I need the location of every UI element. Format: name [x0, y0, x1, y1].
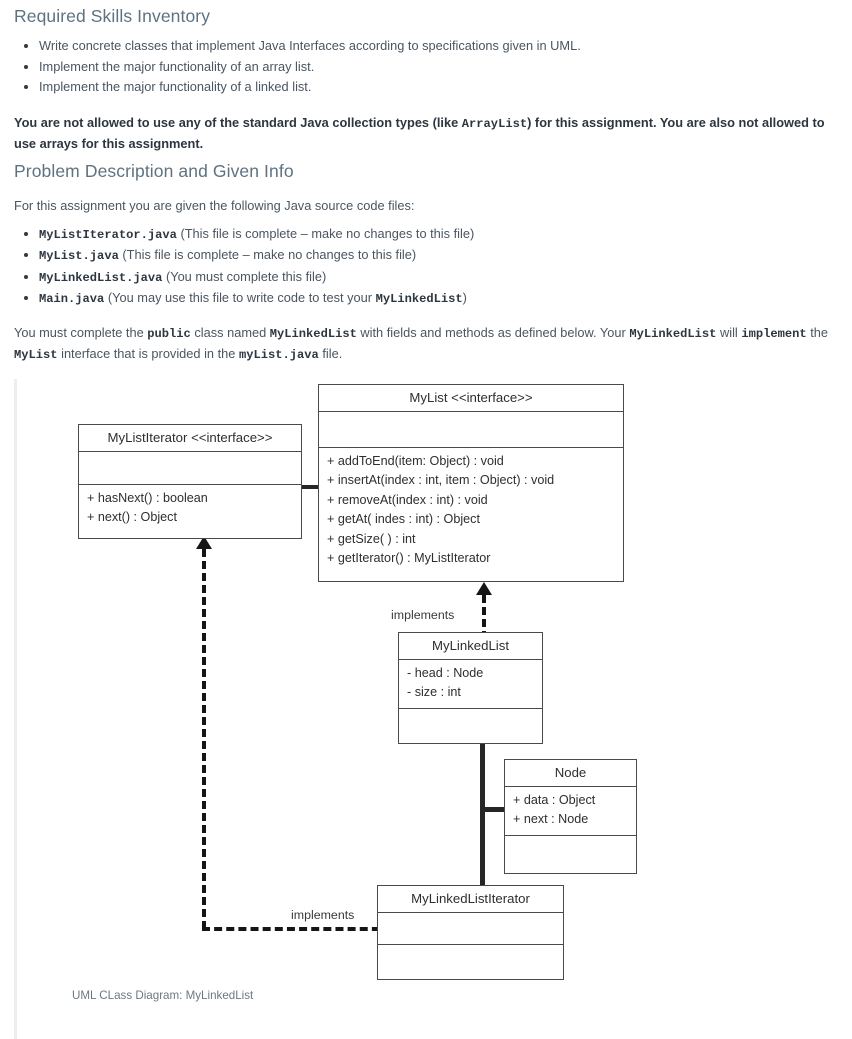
uml-methods-compartment: + addToEnd(item: Object) : void + insert…	[319, 448, 623, 574]
uml-class-title: MyListIterator <<interface>>	[79, 425, 301, 452]
restrictions-warning: You are not allowed to use any of the st…	[14, 113, 834, 154]
list-item: Implement the major functionality of an …	[39, 58, 838, 77]
uml-methods-compartment	[399, 709, 542, 736]
closing-text: file.	[318, 345, 343, 361]
uml-methods-compartment	[505, 836, 636, 865]
implements-label-top: implements	[389, 607, 457, 622]
list-item: Write concrete classes that implement Ja…	[39, 37, 838, 56]
uml-fields-compartment	[378, 913, 563, 945]
page-title-required-skills: Required Skills Inventory	[14, 6, 211, 26]
uml-method: + hasNext() : boolean	[87, 490, 208, 505]
uml-class-diagram: implements implements MyListIterator <<i…	[14, 378, 838, 1039]
uml-fields-compartment: - head : Node - size : int	[399, 660, 542, 709]
uml-field: - size : int	[407, 685, 461, 699]
diagram-caption: UML CLass Diagram: MyLinkedList	[72, 988, 254, 1002]
closing-code-mylistjava: myList.java	[238, 347, 319, 362]
uml-class-mylistiterator: MyListIterator <<interface>> + hasNext()…	[78, 423, 302, 539]
warning-part-1: You are not allowed to use any of the st…	[14, 114, 462, 130]
connector-mylinkedlist-node	[480, 806, 520, 812]
file-name: MyList.java	[39, 249, 119, 263]
closing-code-mylinkedlist-2: MyLinkedList	[629, 326, 717, 341]
file-name: Main.java	[39, 292, 105, 306]
uml-class-mylinkedlistiterator: MyLinkedListIterator	[377, 884, 564, 980]
list-item: MyList.java (This file is complete – mak…	[39, 246, 838, 266]
uml-method: + getSize( ) : int	[327, 531, 416, 546]
source-files-list: MyListIterator.java (This file is comple…	[14, 225, 838, 309]
uml-method: + next() : Object	[87, 510, 177, 524]
closing-text: will	[716, 324, 742, 340]
closing-text: the	[806, 324, 829, 340]
uml-methods-compartment: + hasNext() : boolean + next() : Object	[79, 485, 301, 533]
uml-fields-compartment	[319, 412, 623, 448]
content-divider-rule	[14, 378, 17, 1039]
closing-text: You must complete the	[14, 324, 148, 340]
file-note: (This file is complete – make no changes…	[118, 247, 417, 262]
uml-class-mylist: MyList <<interface>> + addToEnd(item: Ob…	[318, 383, 624, 582]
implements-arrowhead-mylistiterator	[196, 535, 212, 549]
problem-intro-text: For this assignment you are given the fo…	[14, 197, 415, 213]
closing-code-public: public	[147, 326, 191, 341]
page-title-problem-description: Problem Description and Given Info	[14, 160, 294, 181]
file-note-code: MyLinkedList	[375, 292, 463, 306]
uml-fields-compartment	[79, 452, 301, 485]
uml-field: + data : Object	[513, 792, 596, 807]
implements-line-mylinkedlist-mylist	[482, 594, 486, 639]
list-item: MyListIterator.java (This file is comple…	[39, 225, 838, 245]
implements-label-bottom: implements	[289, 907, 357, 922]
uml-class-title: Node	[505, 760, 636, 787]
uml-field: - head : Node	[407, 665, 484, 680]
file-name: MyListIterator.java	[39, 227, 177, 242]
required-skills-list: Write concrete classes that implement Ja…	[14, 37, 838, 97]
uml-method: + removeAt(index : int) : void	[327, 492, 488, 507]
list-item: Implement the major functionality of a l…	[39, 78, 838, 97]
uml-method: + addToEnd(item: Object) : void	[327, 453, 504, 468]
file-note-tail: )	[462, 290, 467, 305]
uml-class-mylinkedlist: MyLinkedList - head : Node - size : int	[398, 631, 543, 744]
list-item: MyLinkedList.java (You must complete thi…	[39, 268, 838, 288]
closing-code-mylist: MyList	[14, 347, 58, 362]
uml-class-title: MyLinkedList	[399, 633, 542, 660]
file-note: (This file is complete – make no changes…	[176, 225, 475, 241]
closing-code-mylinkedlist: MyLinkedList	[269, 326, 357, 341]
file-note: (You must complete this file)	[162, 268, 327, 284]
uml-method: + insertAt(index : int, item : Object) :…	[327, 473, 555, 487]
uml-class-title: MyLinkedListIterator	[378, 886, 563, 913]
closing-code-implement: implement	[741, 326, 807, 341]
connector-mylinkedlist-trunk	[480, 738, 485, 887]
diagram-canvas: implements implements MyListIterator <<i…	[14, 379, 852, 1039]
list-item: Main.java (You may use this file to writ…	[39, 289, 838, 309]
uml-method: + getIterator() : MyListIterator	[327, 551, 491, 565]
closing-paragraph: You must complete the public class named…	[14, 323, 838, 365]
implements-line-iterator-vertical	[202, 548, 206, 929]
file-note: (You may use this file to write code to …	[104, 290, 376, 305]
closing-text: interface that is provided in the	[57, 345, 239, 361]
uml-field: + next : Node	[513, 812, 589, 826]
file-name: MyLinkedList.java	[39, 270, 163, 285]
closing-text: class named	[190, 324, 270, 340]
uml-class-title: MyList <<interface>>	[319, 385, 623, 412]
closing-text: with fields and methods as defined below…	[356, 324, 630, 340]
uml-methods-compartment	[378, 945, 563, 976]
warning-code-arraylist: ArrayList	[461, 116, 528, 131]
warning-part-2: ) for this assignment. You are also not …	[14, 114, 825, 152]
uml-class-node: Node + data : Object + next : Node	[504, 758, 637, 874]
uml-fields-compartment: + data : Object + next : Node	[505, 787, 636, 836]
implements-arrowhead-mylist	[476, 581, 492, 595]
implements-line-iterator-horizontal	[202, 926, 392, 931]
uml-method: + getAt( indes : int) : Object	[327, 512, 480, 526]
